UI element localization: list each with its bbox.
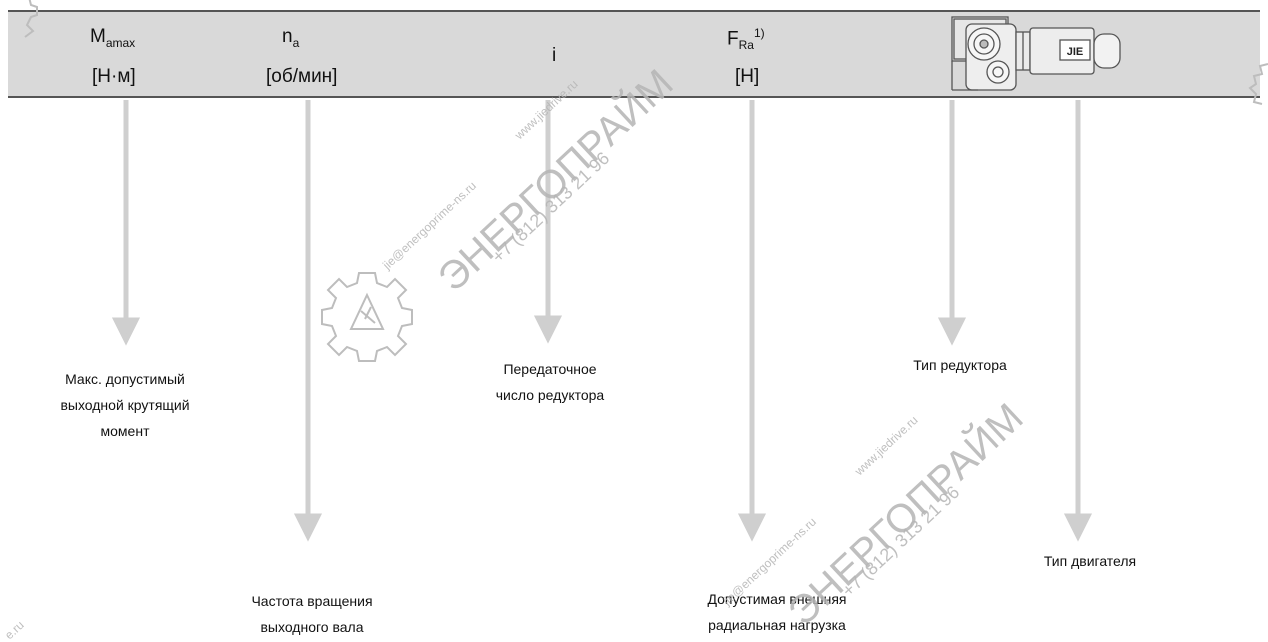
header-n-a: na (282, 26, 300, 50)
header-n-unit: [об/мин] (266, 66, 338, 87)
arrow-f-head (737, 513, 767, 542)
header-m-unit: [Н·м] (92, 66, 136, 87)
arrow-m-head (111, 317, 141, 346)
watermark-gear-logo-corner-icon (24, 0, 38, 38)
arrow-n-head (293, 513, 323, 542)
desc-output-speed: Частота вращения выходного вала (251, 593, 373, 635)
arrow-i-head (533, 315, 563, 344)
header-i: i (552, 45, 557, 66)
motor-logo-label: JIE (1067, 46, 1084, 58)
desc-gear-ratio: Передаточное число редуктора (495, 361, 605, 403)
watermark-gear-logo-right-icon (1248, 63, 1268, 105)
desc-max-torque: Макс. допустимый выходной крутящий момен… (60, 371, 190, 439)
header-f-ra: FRa1) (727, 26, 765, 53)
gearmotor-drawing: JIE (951, 16, 1121, 91)
arrow-motor-head (1063, 513, 1093, 542)
arrow-gear-head (937, 317, 967, 346)
watermark-gear-logo-icon (321, 272, 413, 362)
header-m-amax: Mamax (90, 26, 136, 50)
header-f-unit: [Н] (735, 66, 760, 87)
desc-gear-type: Тип редуктора (913, 357, 1007, 373)
desc-motor-type: Тип двигателя (1043, 553, 1137, 569)
desc-radial-load: Допустимая внешняя радиальная нагрузка (707, 591, 847, 633)
